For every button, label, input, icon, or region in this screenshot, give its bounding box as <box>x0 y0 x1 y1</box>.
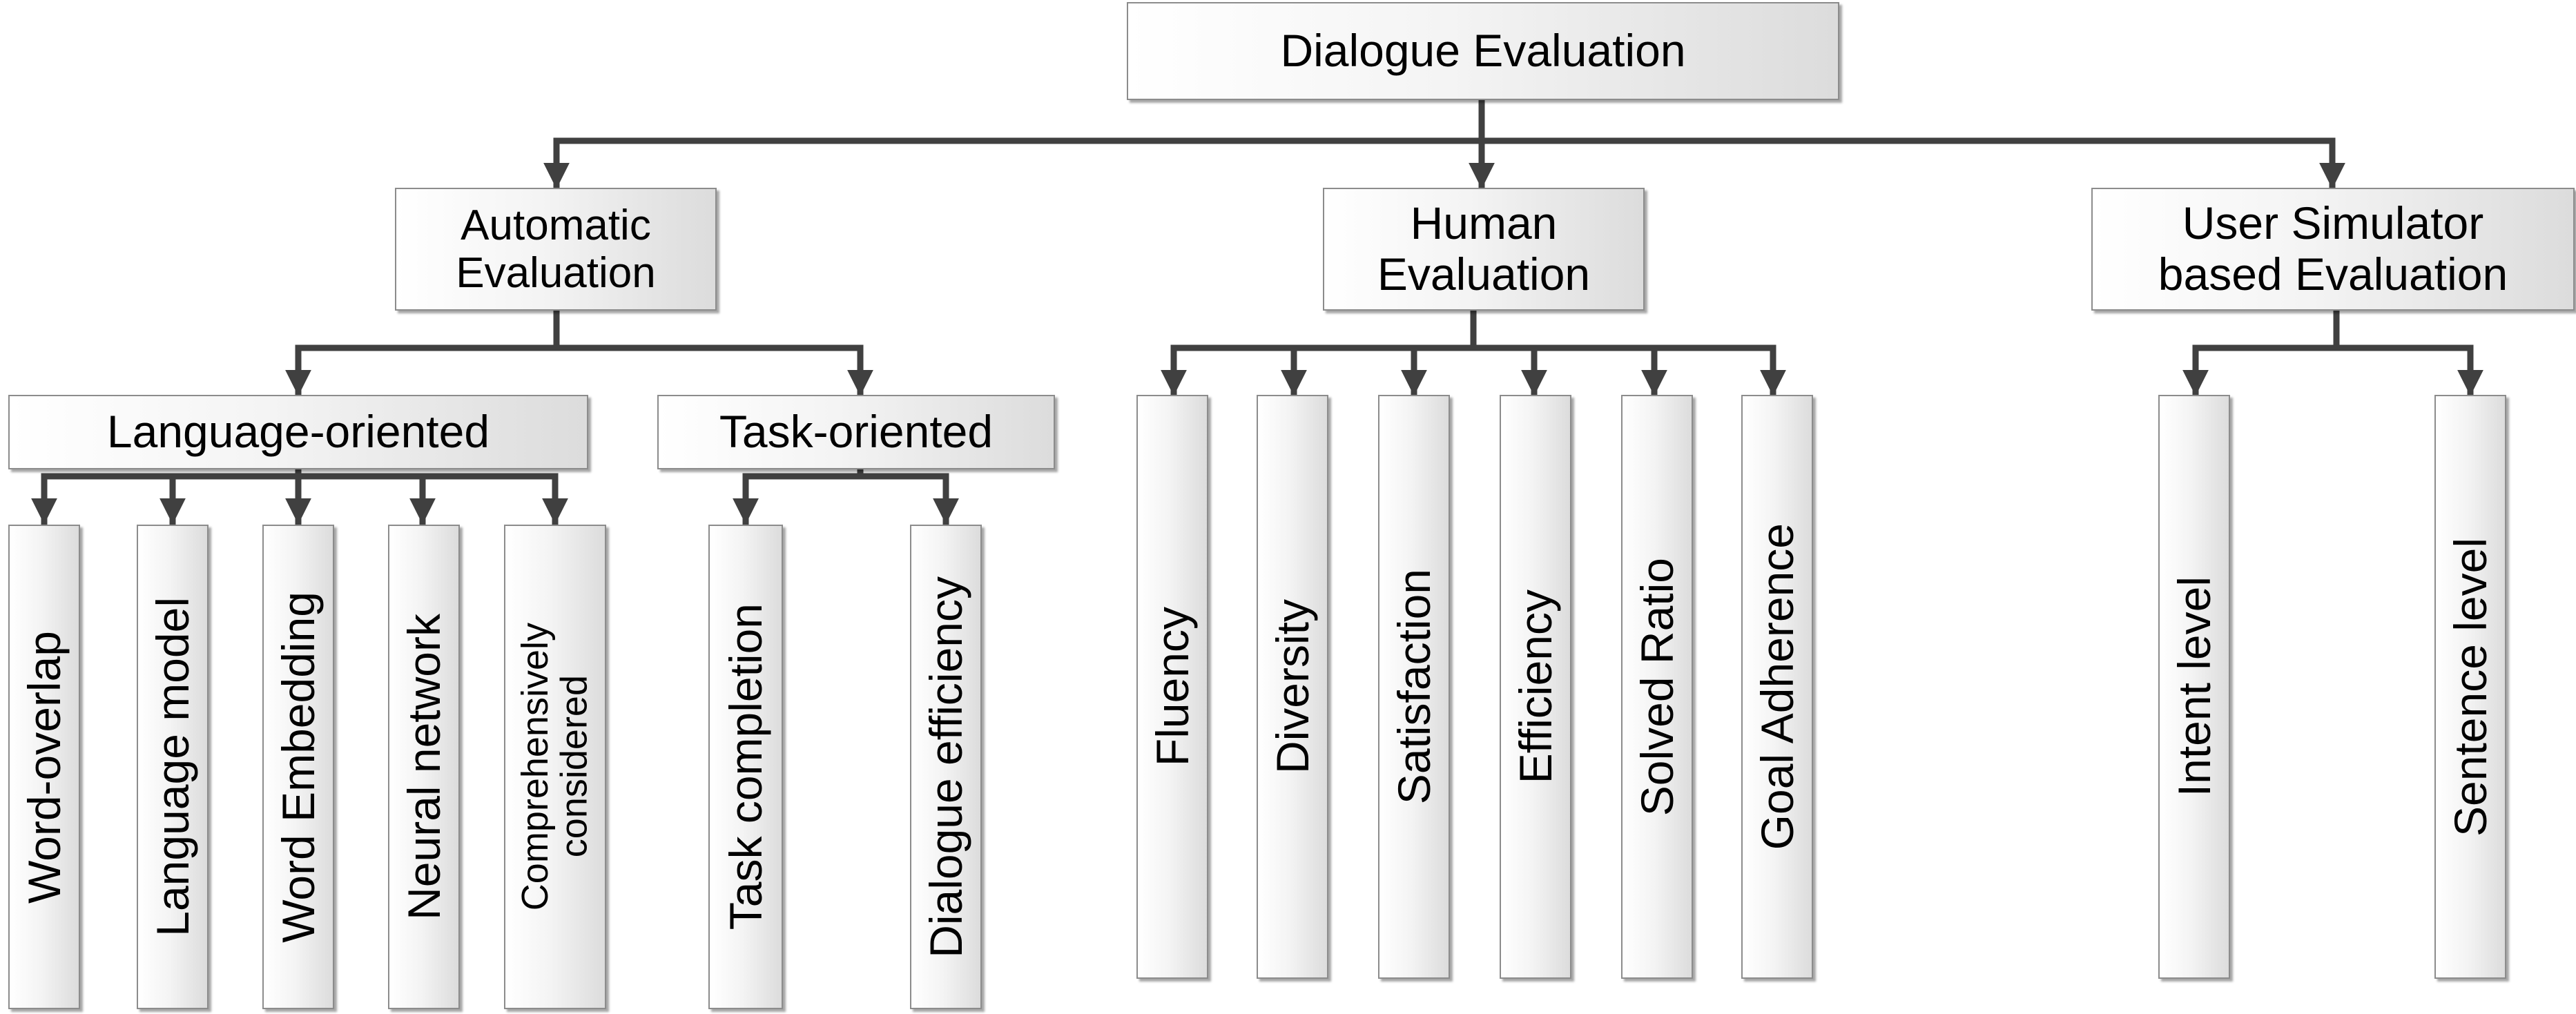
leaf-satisfaction: Satisfaction <box>1378 395 1450 979</box>
leaf-sentence-level-label: Sentence level <box>2444 537 2496 837</box>
leaf-satisfaction-label: Satisfaction <box>1388 569 1440 805</box>
leaf-task-completion: Task completion <box>708 525 783 1009</box>
leaf-dialogue-efficiency: Dialogue efficiency <box>910 525 982 1009</box>
leaf-fluency-label: Fluency <box>1146 607 1198 767</box>
leaf-neural-network-label: Neural network <box>398 614 449 920</box>
leaf-goal-adherence: Goal Adherence <box>1741 395 1813 979</box>
node-human-evaluation-label: Human Evaluation <box>1377 197 1591 300</box>
node-user-simulator-evaluation-label: User Simulator based Evaluation <box>2158 197 2508 300</box>
node-automatic-evaluation: Automatic Evaluation <box>395 188 717 311</box>
leaf-sentence-level: Sentence level <box>2434 395 2506 979</box>
leaf-goal-adherence-label: Goal Adherence <box>1751 523 1803 850</box>
leaf-efficiency-label: Efficiency <box>1509 589 1561 784</box>
node-task-oriented-label: Task-oriented <box>719 406 994 458</box>
leaf-comprehensively-considered: Comprehensively considered <box>504 525 606 1009</box>
leaf-word-overlap: Word-overlap <box>8 525 80 1009</box>
leaf-language-model: Language model <box>137 525 209 1009</box>
leaf-word-embedding-label: Word Embedding <box>272 591 324 943</box>
node-user-simulator-evaluation: User Simulator based Evaluation <box>2091 188 2575 311</box>
leaf-efficiency: Efficiency <box>1500 395 1571 979</box>
leaf-language-model-label: Language model <box>146 597 198 937</box>
leaf-diversity-label: Diversity <box>1266 599 1318 774</box>
leaf-dialogue-efficiency-label: Dialogue efficiency <box>920 576 971 958</box>
leaf-intent-level: Intent level <box>2158 395 2230 979</box>
node-language-oriented-label: Language-oriented <box>106 406 490 458</box>
leaf-diversity: Diversity <box>1257 395 1328 979</box>
leaf-word-overlap-label: Word-overlap <box>18 630 70 904</box>
leaf-comprehensively-considered-label: Comprehensively considered <box>514 623 595 911</box>
leaf-solved-ratio-label: Solved Ratio <box>1631 557 1683 817</box>
node-dialogue-evaluation-label: Dialogue Evaluation <box>1280 25 1686 77</box>
leaf-fluency: Fluency <box>1136 395 1208 979</box>
leaf-solved-ratio: Solved Ratio <box>1621 395 1693 979</box>
leaf-intent-level-label: Intent level <box>2168 576 2220 797</box>
node-task-oriented: Task-oriented <box>657 395 1055 469</box>
leaf-task-completion-label: Task completion <box>719 603 771 930</box>
node-dialogue-evaluation: Dialogue Evaluation <box>1127 2 1839 100</box>
leaf-neural-network: Neural network <box>388 525 460 1009</box>
node-automatic-evaluation-label: Automatic Evaluation <box>456 201 656 297</box>
leaf-word-embedding: Word Embedding <box>262 525 334 1009</box>
node-language-oriented: Language-oriented <box>8 395 588 469</box>
node-human-evaluation: Human Evaluation <box>1323 188 1645 311</box>
